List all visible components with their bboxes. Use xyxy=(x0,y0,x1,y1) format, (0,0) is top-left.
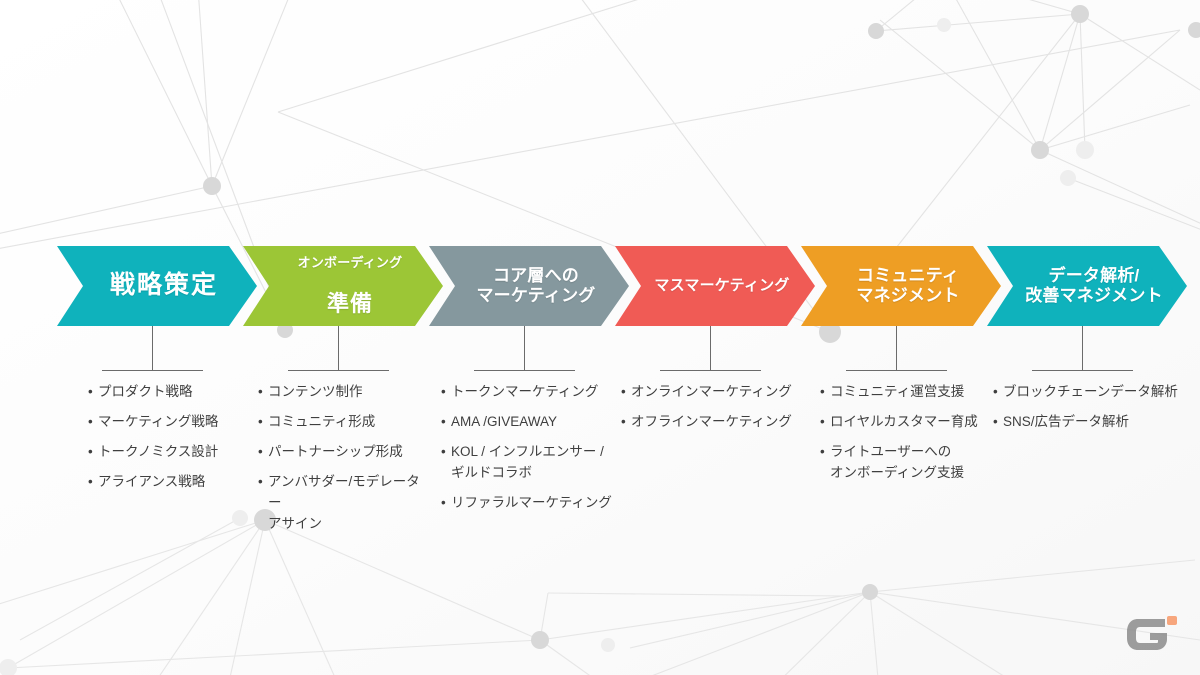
list-item-label: トークノミクス設計 xyxy=(98,443,219,459)
list-item-label: アライアンス戦略 xyxy=(98,473,206,489)
connector-stem xyxy=(338,326,339,370)
list-item: • ライトユーザーへの オンボーディング支援 xyxy=(820,442,988,484)
list-item: • AMA /GIVEAWAY xyxy=(441,412,613,433)
bullet-marker: • xyxy=(621,384,626,399)
list-item-label: パートナーシップ形成 xyxy=(268,443,403,459)
phase-chevron-core-marketing[interactable]: コア層への マーケティング xyxy=(429,246,629,326)
g-logo-watermark-icon xyxy=(1127,616,1177,650)
bullet-marker: • xyxy=(258,384,263,399)
phase-items-onboarding: • コンテンツ制作 • コミュニティ形成 • パートナーシップ形成 • アンバサ… xyxy=(258,382,433,544)
phase-items-mass-marketing: • オンラインマーケティング • オフラインマーケティング xyxy=(621,382,801,442)
list-item: • リファラルマーケティング xyxy=(441,493,613,514)
list-item-label: コミュニティ運営支援 xyxy=(830,384,965,399)
list-item: • オンラインマーケティング xyxy=(621,382,801,403)
bullet-marker: • xyxy=(88,473,93,489)
list-item: • コンテンツ制作 xyxy=(258,382,433,403)
bullet-marker: • xyxy=(88,413,93,429)
list-item: • コミュニティ運営支援 xyxy=(820,382,988,403)
phase-chevron-onboarding[interactable]: オンボーディング 準備 xyxy=(243,246,443,326)
list-item: • ロイヤルカスタマー育成 xyxy=(820,412,988,433)
phase-chevron-strategy[interactable]: 戦略策定 xyxy=(57,246,257,326)
connector-bar xyxy=(846,370,947,371)
connector-stem xyxy=(1082,326,1083,370)
phase-label-onboarding-main: 準備 xyxy=(326,290,373,316)
list-item-label: AMA /GIVEAWAY xyxy=(451,413,558,429)
list-item-label: オフラインマーケティング xyxy=(631,413,792,429)
bullet-marker: • xyxy=(88,384,93,399)
connector-bar xyxy=(1032,370,1133,371)
list-item-label: ブロックチェーンデータ解析 xyxy=(1003,384,1178,399)
list-item: • SNS/広告データ解析 xyxy=(993,412,1178,433)
list-item-label: ロイヤルカスタマー育成 xyxy=(830,413,978,429)
bullet-marker: • xyxy=(88,443,93,459)
phase-items-community-management: • コミュニティ運営支援 • ロイヤルカスタマー育成 • ライトユーザーへの オ… xyxy=(820,382,988,493)
list-item: • トークンマーケティング xyxy=(441,382,613,403)
bullet-marker: • xyxy=(441,443,446,459)
list-item: • オフラインマーケティング xyxy=(621,412,801,433)
list-item-label: マーケティング戦略 xyxy=(98,413,219,429)
bullet-marker: • xyxy=(621,413,626,429)
bullet-marker: • xyxy=(258,473,263,489)
phase-label-data-analysis: データ解析/ 改善マネジメント xyxy=(1025,265,1163,305)
list-item-label: KOL / インフルエンサー / ギルドコラボ xyxy=(451,443,604,480)
phase-label-core-marketing: コア層への マーケティング xyxy=(476,265,596,305)
list-item: • アライアンス戦略 xyxy=(88,472,253,493)
connector-bar xyxy=(288,370,389,371)
phase-label-onboarding-top: オンボーディング xyxy=(297,255,403,271)
connector-bar xyxy=(102,370,203,371)
bullet-marker: • xyxy=(258,443,263,459)
list-item-label: ライトユーザーへの オンボーディング支援 xyxy=(830,443,965,480)
bullet-marker: • xyxy=(441,413,446,429)
list-item: • アンバサダー/モデレーター アサイン xyxy=(258,472,433,535)
connector-stem xyxy=(896,326,897,370)
connector-stem xyxy=(710,326,711,370)
list-item: • パートナーシップ形成 xyxy=(258,442,433,463)
bullet-marker: • xyxy=(820,443,825,459)
list-item: • マーケティング戦略 xyxy=(88,412,253,433)
phase-label-community-management: コミュニティ マネジメント xyxy=(856,265,960,305)
phase-label-onboarding: オンボーディング 準備 xyxy=(284,246,403,326)
phase-items-strategy: • プロダクト戦略 • マーケティング戦略 • トークノミクス設計 • アライア… xyxy=(88,382,253,502)
list-item: • KOL / インフルエンサー / ギルドコラボ xyxy=(441,442,613,484)
list-item-label: コンテンツ制作 xyxy=(268,384,363,399)
phase-chevron-data-analysis[interactable]: データ解析/ 改善マネジメント xyxy=(987,246,1187,326)
list-item-label: コミュニティ形成 xyxy=(268,413,376,429)
list-item-label: アンバサダー/モデレーター アサイン xyxy=(268,473,420,531)
phase-chevron-community-management[interactable]: コミュニティ マネジメント xyxy=(801,246,1001,326)
connector-bar xyxy=(660,370,761,371)
bullet-marker: • xyxy=(258,413,263,429)
phase-label-mass-marketing: マスマーケティング xyxy=(654,277,790,295)
phase-items-core-marketing: • トークンマーケティング • AMA /GIVEAWAY • KOL / イン… xyxy=(441,382,613,523)
connector-stem xyxy=(152,326,153,370)
list-item-label: SNS/広告データ解析 xyxy=(1003,413,1130,429)
list-item: • トークノミクス設計 xyxy=(88,442,253,463)
phase-chevron-row: 戦略策定 オンボーディング 準備 コア層への マーケティング マスマーケティング… xyxy=(0,246,1200,326)
list-item: • コミュニティ形成 xyxy=(258,412,433,433)
phase-chevron-mass-marketing[interactable]: マスマーケティング xyxy=(615,246,815,326)
list-item-label: トークンマーケティング xyxy=(451,384,599,399)
phase-label-strategy: 戦略策定 xyxy=(109,271,218,300)
bullet-marker: • xyxy=(820,413,825,429)
list-item-label: プロダクト戦略 xyxy=(98,384,193,399)
connector-bar xyxy=(474,370,575,371)
phase-items-data-analysis: • ブロックチェーンデータ解析 • SNS/広告データ解析 xyxy=(993,382,1178,442)
list-item-label: オンラインマーケティング xyxy=(631,384,792,399)
bullet-marker: • xyxy=(993,413,998,429)
bullet-marker: • xyxy=(441,384,446,399)
list-item: • ブロックチェーンデータ解析 xyxy=(993,382,1178,403)
bullet-marker: • xyxy=(820,384,825,399)
bullet-marker: • xyxy=(441,494,446,510)
list-item-label: リファラルマーケティング xyxy=(451,494,612,510)
list-item: • プロダクト戦略 xyxy=(88,382,253,403)
connector-stem xyxy=(524,326,525,370)
bullet-marker: • xyxy=(993,384,998,399)
